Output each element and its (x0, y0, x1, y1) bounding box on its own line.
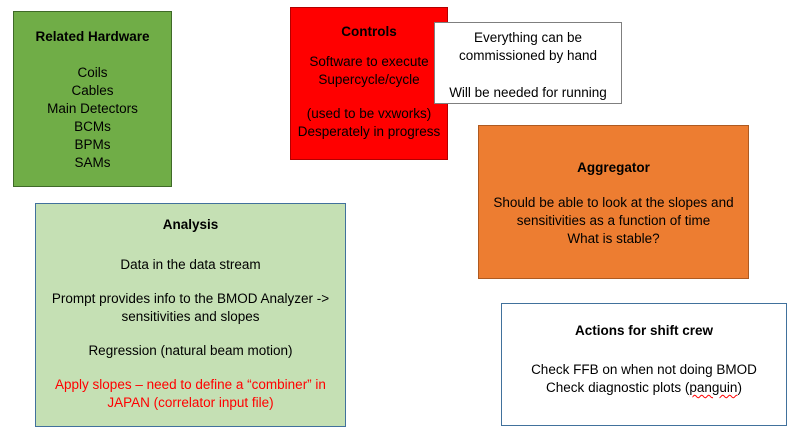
shift-crew-text: Check diagnostic plots (panguin) (502, 379, 786, 397)
hardware-item: BPMs (74, 137, 111, 152)
shift-crew-text-part: Check diagnostic plots ( (546, 380, 690, 395)
controls-text: Desperately in progress (297, 124, 441, 139)
hardware-item: SAMs (74, 155, 111, 170)
note-text: Everything can be (473, 30, 583, 45)
controls-text: (used to be vxworks) (306, 106, 432, 121)
shift-crew-text-part: ) (737, 380, 742, 395)
commissioning-note-box: Everything can be commissioned by hand W… (434, 22, 622, 104)
related-hardware-list: Coils Cables Main Detectors BCMs BPMs SA… (14, 64, 171, 172)
shift-crew-text: Check FFB on when not doing BMOD (531, 362, 757, 377)
aggregator-text: What is stable? (567, 231, 660, 246)
analysis-text: sensitivities and slopes (121, 309, 260, 324)
controls-box: Controls Software to execute Supercycle/… (290, 7, 448, 160)
analysis-title: Analysis (162, 217, 219, 232)
aggregator-box: Aggregator Should be able to look at the… (478, 125, 749, 279)
analysis-highlight-text: Apply slopes – need to define a “combine… (55, 377, 326, 392)
hardware-item: Main Detectors (47, 101, 138, 116)
hardware-item: BCMs (74, 119, 111, 134)
analysis-text: Prompt provides info to the BMOD Analyze… (51, 291, 330, 306)
hardware-item: Coils (77, 65, 108, 80)
analysis-text: Regression (natural beam motion) (88, 343, 293, 358)
aggregator-title: Aggregator (577, 160, 650, 175)
shift-crew-text-part: panguin (689, 380, 738, 395)
aggregator-text: sensitivities as a function of time (516, 213, 711, 228)
note-text: commissioned by hand (458, 48, 598, 63)
note-text: Will be needed for running (449, 85, 607, 100)
analysis-highlight-text: JAPAN (correlator input file) (107, 395, 274, 410)
related-hardware-title: Related Hardware (35, 29, 150, 44)
hardware-item: Cables (71, 83, 114, 98)
shift-crew-title: Actions for shift crew (574, 323, 714, 338)
controls-title: Controls (341, 24, 397, 39)
related-hardware-box: Related Hardware Coils Cables Main Detec… (13, 11, 172, 187)
controls-text: Software to execute (309, 54, 429, 69)
aggregator-text: Should be able to look at the slopes and (493, 195, 734, 210)
analysis-box: Analysis Data in the data stream Prompt … (35, 203, 346, 427)
analysis-text: Data in the data stream (120, 257, 261, 272)
controls-text: Supercycle/cycle (318, 72, 420, 87)
shift-crew-box: Actions for shift crew Check FFB on when… (501, 303, 787, 426)
